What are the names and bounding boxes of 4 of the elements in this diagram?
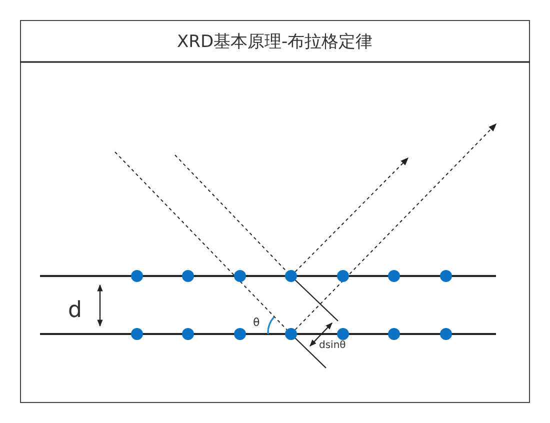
angle-label: θ xyxy=(253,317,260,328)
path-difference-label: dsinθ xyxy=(319,341,346,351)
spacing-label: d xyxy=(68,300,82,322)
diagram-title: XRD基本原理-布拉格定律 xyxy=(177,34,373,51)
